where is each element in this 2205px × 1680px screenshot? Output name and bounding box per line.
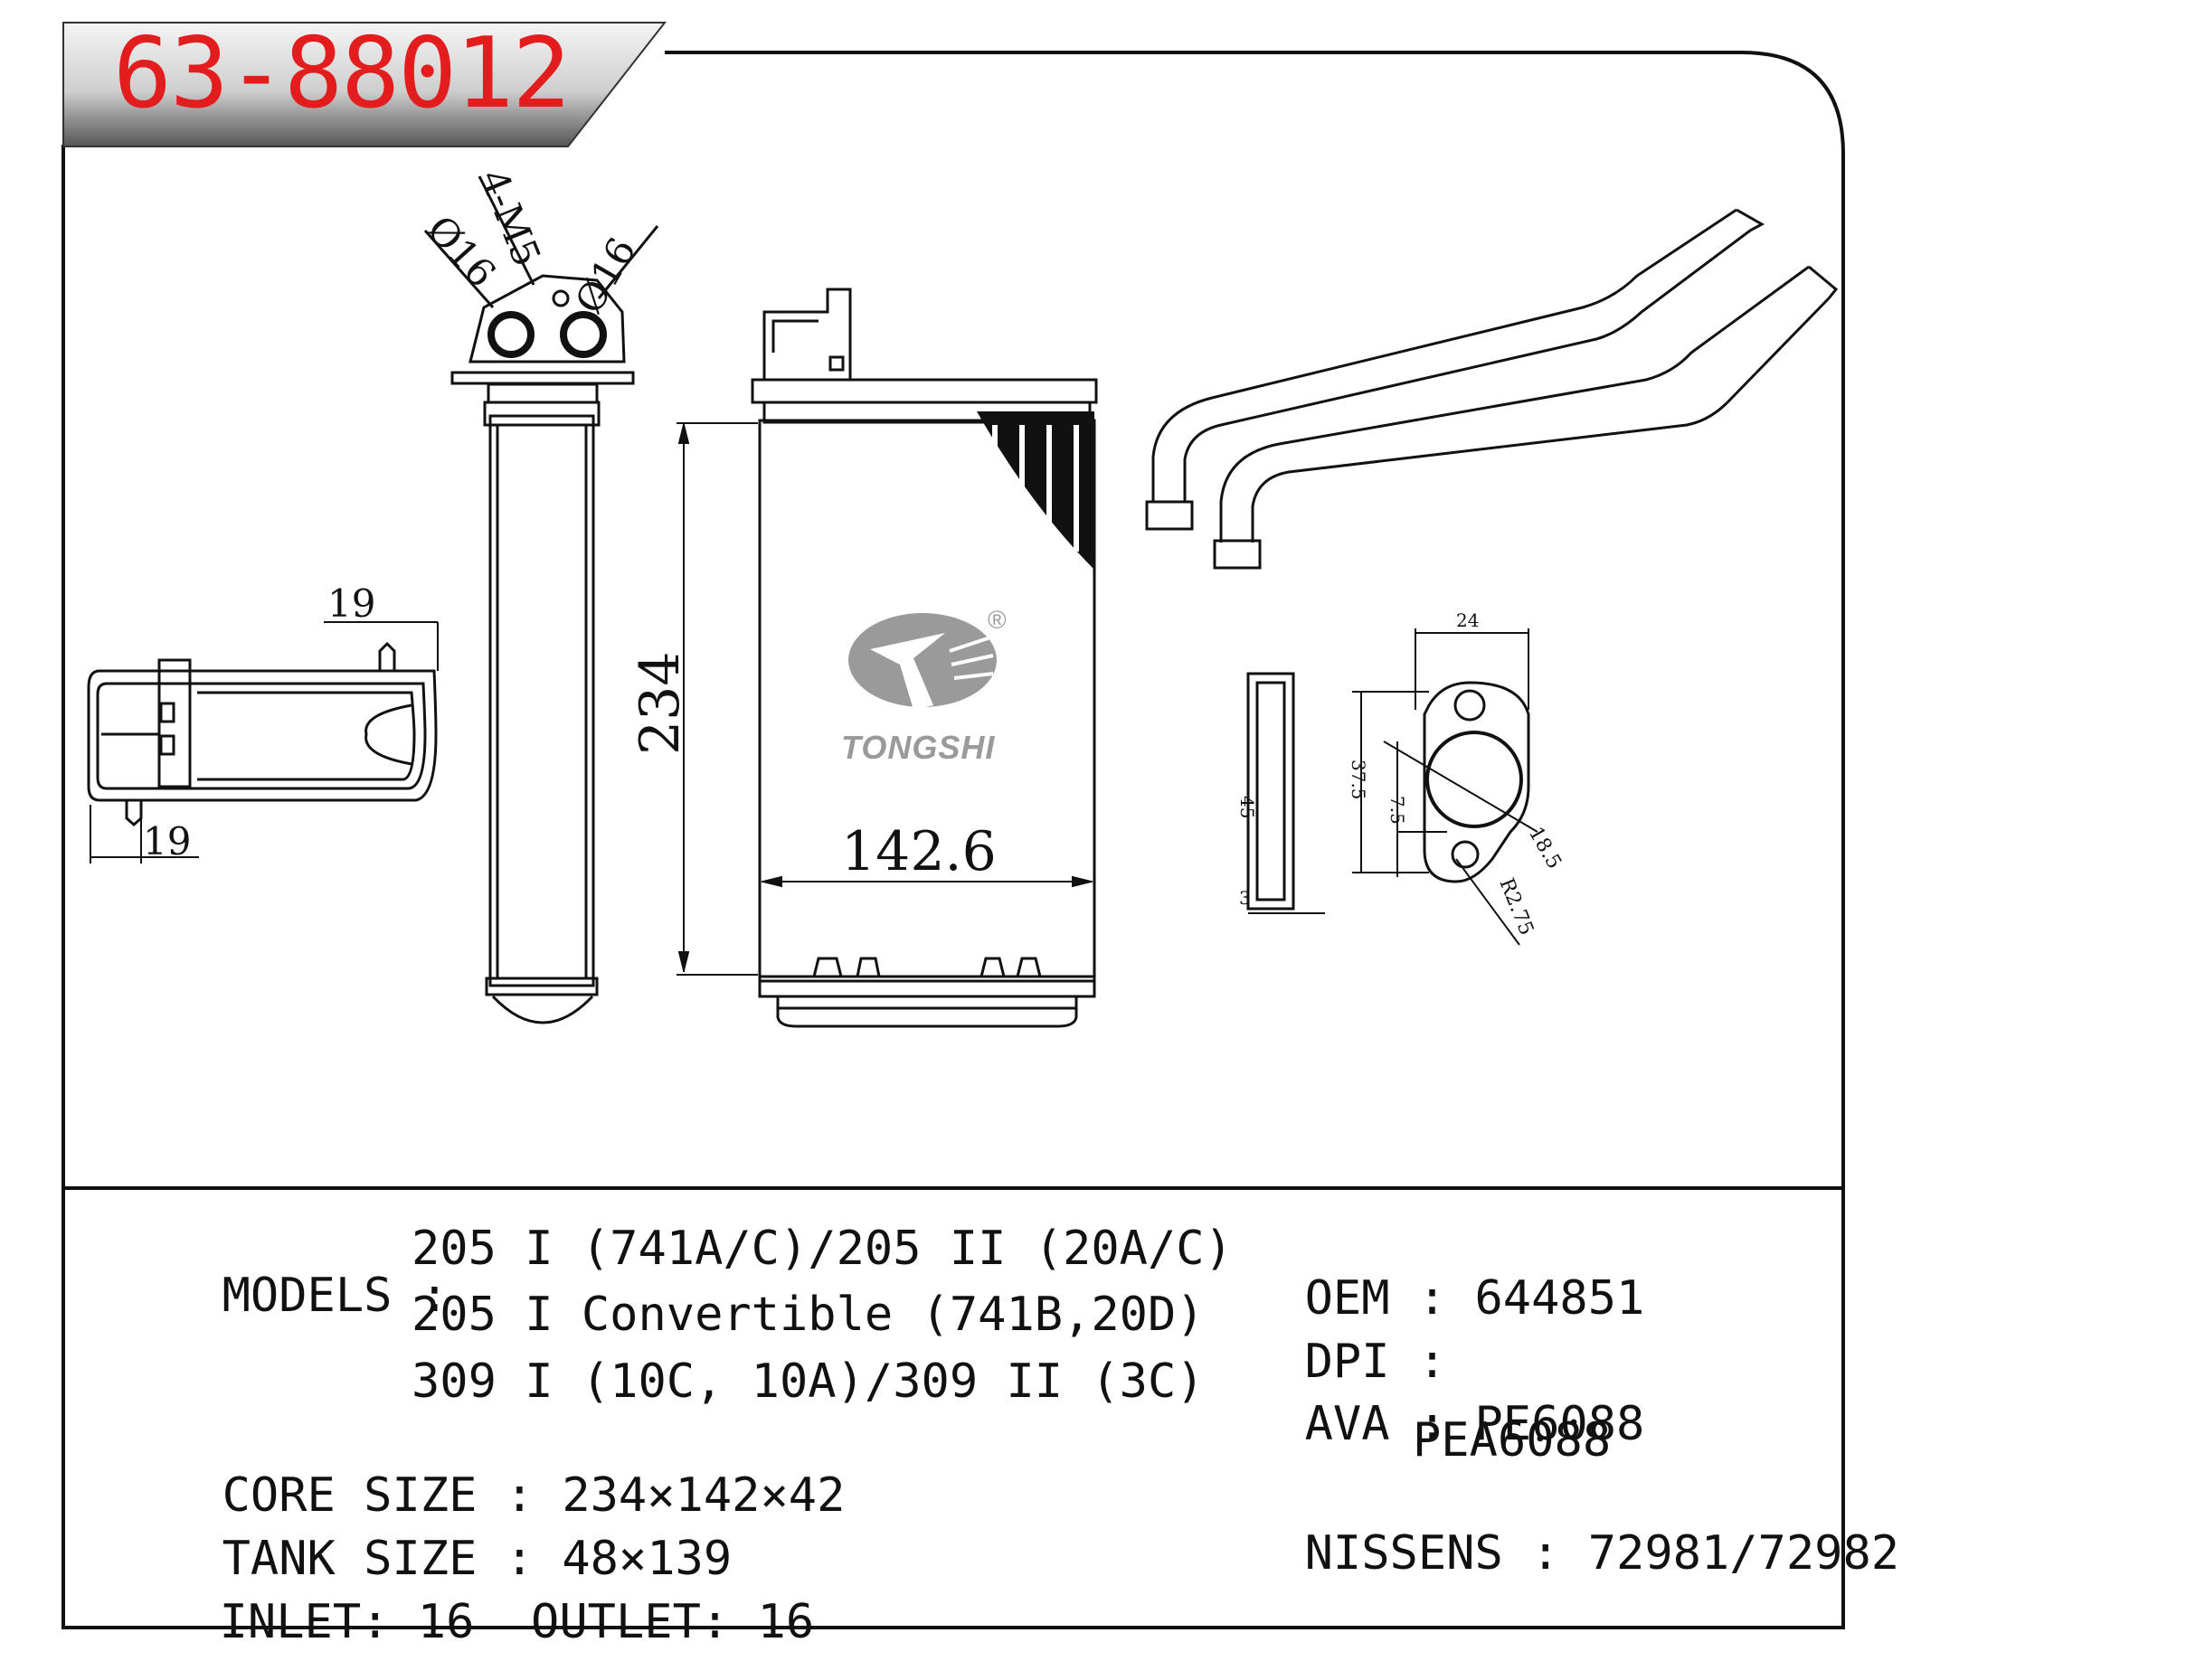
end-view <box>423 175 659 1024</box>
ava-row: AVA : PE6088 <box>1304 1397 1645 1451</box>
nissens-row: NISSENS : 72981/72982 <box>1304 1526 1900 1581</box>
models-line-3: 309 I (10C, 10A)/309 II (3C) <box>412 1354 1205 1409</box>
dim-side-bottom: 19 <box>143 819 191 864</box>
outer-frame <box>62 51 1845 1629</box>
dim-flange-r275: R2.75 <box>1494 875 1538 939</box>
core-view <box>751 288 1098 1028</box>
side-view <box>87 641 438 826</box>
oem-row: OEM : 644851 <box>1304 1271 1645 1326</box>
models-line-1: 205 I (741A/C)/205 II (20A/C) <box>412 1222 1233 1276</box>
brand-name: TONGSHI <box>841 729 996 766</box>
registered-mark: ® <box>988 606 1007 634</box>
dim-core-height: 234 <box>629 651 692 755</box>
dim-flange-18: 18.5 <box>1524 824 1566 873</box>
flange-dimensions <box>1248 628 1538 946</box>
dim-flange-7: 7.5 <box>1386 796 1408 825</box>
core-size-row: CORE SIZE : 234×142×42 <box>222 1468 846 1523</box>
dim-pipe-right: Ø16 <box>566 230 644 321</box>
dim-flange-3: 3 <box>1239 887 1251 909</box>
part-code-banner <box>62 22 667 147</box>
dim-flange-24: 24 <box>1456 609 1479 631</box>
dpi-row: DPI : <box>1304 1335 1475 1389</box>
tank-size-row: TANK SIZE : 48×139 <box>222 1532 733 1586</box>
dim-core-width: 142.6 <box>841 820 997 883</box>
inlet-outlet-row: INLET: 16 OUTLET: 16 <box>219 1595 815 1649</box>
dim-side-top: 19 <box>327 581 375 626</box>
dim-flange-37: 37.5 <box>1348 760 1369 800</box>
ava-row-2: PEA6088 <box>1413 1413 1612 1468</box>
brand-logo <box>848 613 997 710</box>
side-dimensions <box>90 621 439 864</box>
part-code: 63-88012 <box>113 17 571 130</box>
flange-view <box>1246 672 1530 911</box>
models-line-2: 205 I Convertible (741B,20D) <box>412 1288 1205 1342</box>
models-label: MODELS : <box>222 1269 478 1323</box>
pipes-view <box>1145 208 1839 570</box>
dim-flange-45: 45 <box>1236 796 1258 818</box>
core-dimensions <box>677 422 1093 976</box>
